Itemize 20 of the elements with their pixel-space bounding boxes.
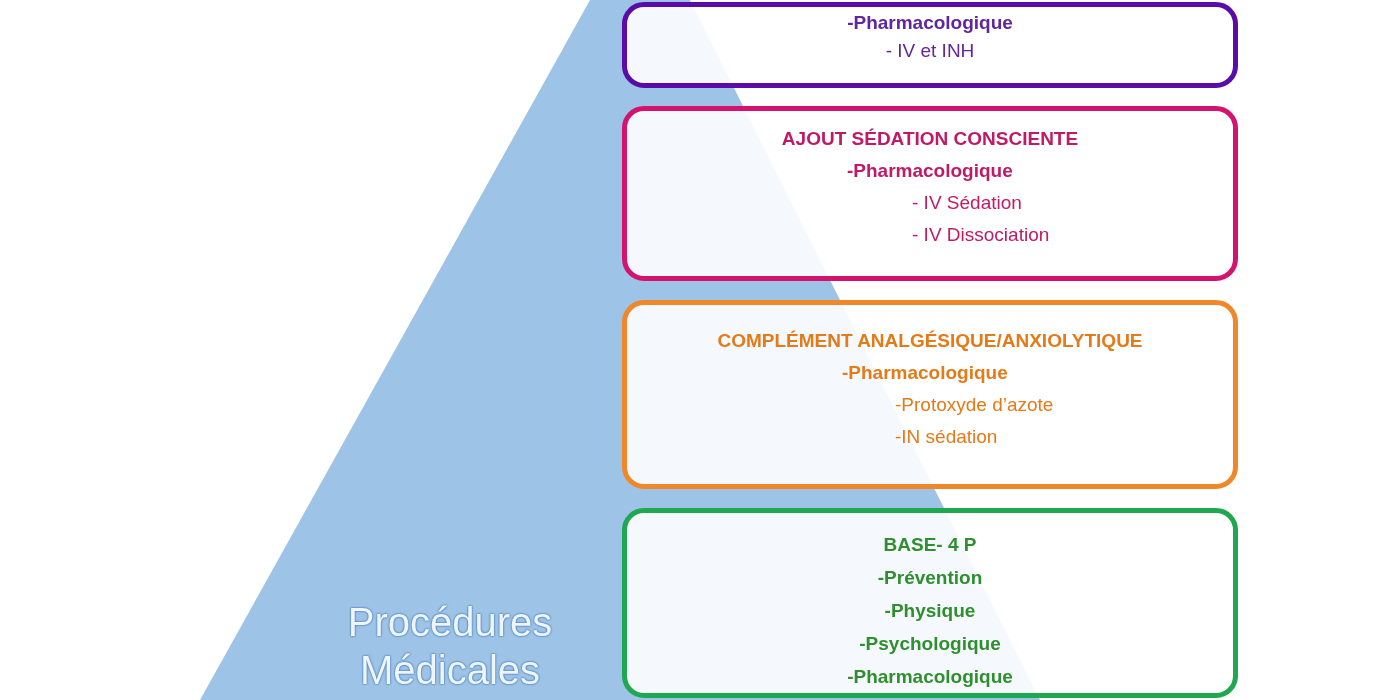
text-box — [622, 106, 1238, 281]
box-item: -Physique — [884, 599, 976, 623]
box-item: -Prévention — [877, 566, 983, 590]
box-item: - IV et INH — [885, 39, 975, 63]
pyramid-label: Procédures Médicales — [346, 599, 554, 694]
box-item: -Pharmacologique — [847, 665, 1013, 689]
text-box — [622, 508, 1238, 698]
box-item: -Protoxyde d’azote — [895, 393, 1054, 417]
box-item: -Psychologique — [859, 632, 1001, 656]
box-heading: COMPLÉMENT ANALGÉSIQUE/ANXIOLYTIQUE — [717, 329, 1143, 353]
box-item: -Pharmacologique — [842, 361, 1008, 385]
box-heading: AJOUT SÉDATION CONSCIENTE — [781, 127, 1079, 151]
box-item: -Pharmacologique — [847, 159, 1013, 183]
box-heading: -Pharmacologique — [847, 11, 1013, 35]
box-item: - IV Dissociation — [912, 223, 1050, 247]
text-box — [622, 300, 1238, 489]
text-box — [622, 2, 1238, 88]
box-item: - IV Sédation — [912, 191, 1022, 215]
box-heading: BASE- 4 P — [883, 533, 977, 557]
box-item: -IN sédation — [895, 425, 998, 449]
